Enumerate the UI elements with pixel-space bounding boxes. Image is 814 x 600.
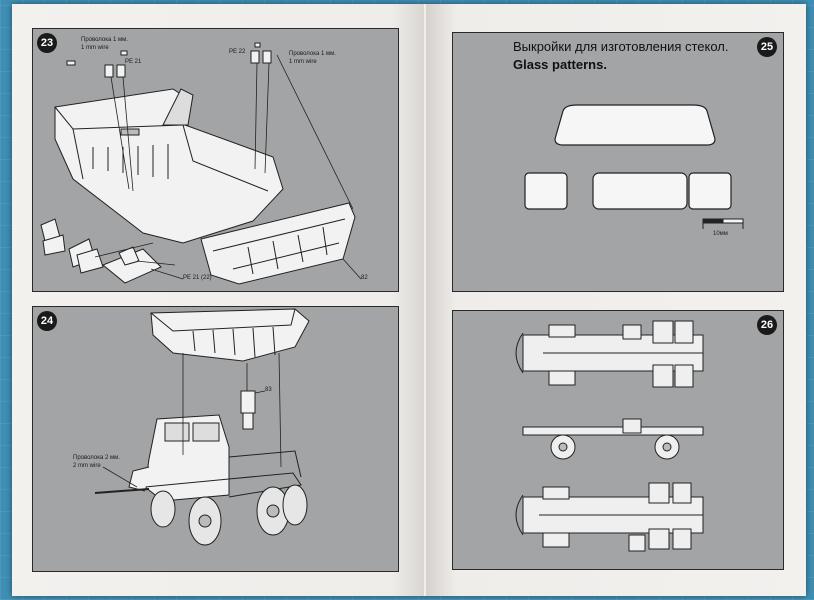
lift-cylinder bbox=[240, 390, 256, 430]
chassis-top-view bbox=[515, 320, 704, 388]
wire-2mm-label: Проволока 2 мм. bbox=[73, 455, 120, 461]
pe21-label: PE 21 bbox=[125, 59, 142, 65]
chassis-views-drawing bbox=[515, 320, 704, 552]
wire-label-right-en: 1 mm wire bbox=[289, 59, 317, 65]
glass-patterns-drawing bbox=[524, 104, 744, 229]
step-24-panel: 24 bbox=[32, 306, 399, 572]
scale-ruler bbox=[702, 218, 744, 229]
scale-label: 10мм bbox=[713, 231, 728, 237]
pe22-label: PE 22 bbox=[229, 49, 246, 55]
step-number-26: 26 bbox=[757, 315, 777, 335]
small-parts-top bbox=[66, 42, 272, 78]
glass-patterns-title-ru: Выкройки для изготовления стекол. bbox=[513, 39, 729, 54]
pe21-22-label: PE 21 (22) bbox=[183, 275, 212, 281]
step-24-drawing bbox=[94, 308, 310, 546]
glass-pattern-shapes bbox=[524, 104, 732, 210]
part-83-label: 83 bbox=[265, 387, 272, 393]
chassis-bottom-view bbox=[515, 482, 704, 552]
right-page: 25 Выкройки для изготовления стекол. Gla… bbox=[426, 4, 806, 596]
left-page: 23 bbox=[12, 4, 424, 596]
part-82-label: 82 bbox=[361, 275, 368, 281]
truck-bed bbox=[54, 88, 284, 244]
truck-wheels bbox=[150, 484, 308, 546]
wire-2mm-label-en: 2 mm wire bbox=[73, 463, 101, 469]
instruction-booklet: 23 bbox=[12, 4, 806, 596]
wire-label-left: Проволока 1 мм. bbox=[81, 37, 128, 43]
step-number-23: 23 bbox=[37, 33, 57, 53]
step-number-24: 24 bbox=[37, 311, 57, 331]
step-26-panel: 26 bbox=[452, 310, 784, 570]
wire-label-left-en: 1 mm wire bbox=[81, 45, 109, 51]
chassis-side-view bbox=[522, 418, 704, 460]
step-25-panel: 25 Выкройки для изготовления стекол. Gla… bbox=[452, 32, 784, 292]
step-23-drawing bbox=[40, 42, 362, 285]
step-number-25: 25 bbox=[757, 37, 777, 57]
glass-patterns-title-en: Glass patterns. bbox=[513, 57, 607, 72]
step-23-panel: 23 bbox=[32, 28, 399, 292]
dump-bed bbox=[150, 308, 310, 362]
wire-label-right: Проволока 1 мм. bbox=[289, 51, 336, 57]
